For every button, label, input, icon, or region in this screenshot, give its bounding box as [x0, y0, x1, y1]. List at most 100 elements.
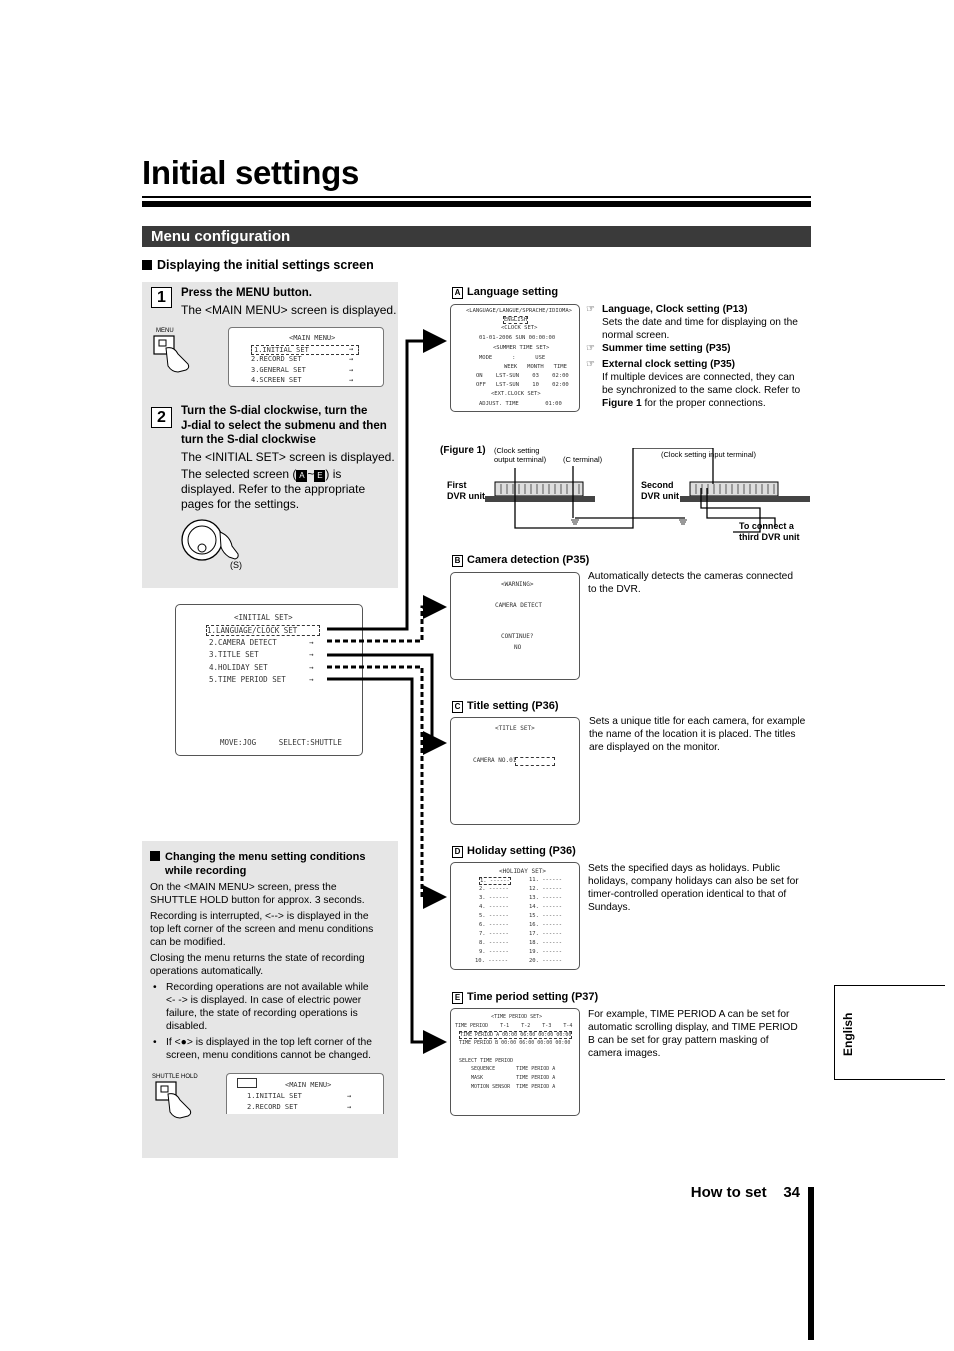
section-e-desc: For example, TIME PERIOD A can be set fo…: [588, 1009, 798, 1059]
ref-mark: ☞: [586, 343, 596, 354]
holiday-row-right: 17. ------: [529, 931, 563, 937]
step-2-head-1: Turn the S-dial clockwise, turn the: [181, 405, 368, 417]
footer-bar: [808, 1187, 814, 1340]
bullet-dot: •: [153, 982, 157, 993]
page-title: Initial settings: [142, 154, 360, 191]
screen-line: 2.RECORD SET: [251, 355, 302, 363]
section-c-desc: Sets a unique title for each camera, for…: [589, 716, 806, 753]
holiday-row-right: 11. ------: [529, 877, 563, 883]
title-rule: [142, 196, 811, 198]
title-set-screen: <TITLE SET> CAMERA NO.01: [450, 717, 580, 825]
change-p3: Closing the menu returns the state of re…: [150, 953, 365, 977]
screen-title: <INITIAL SET>: [234, 613, 293, 622]
subhead-text: Displaying the initial settings screen: [157, 258, 374, 272]
footer-label: How to set: [690, 1184, 767, 1201]
screen-arrow: →: [349, 345, 354, 353]
screen-arrow: →: [349, 366, 354, 374]
change-b1: Recording operations are not available w…: [166, 982, 369, 1032]
screen-arrow: →: [347, 1103, 352, 1111]
ref-mark: ☞: [586, 304, 596, 315]
holiday-set-screen: <HOLIDAY SET> 1. ------11. ------2. ----…: [450, 862, 580, 970]
screen-item-selected: 1.LANGUAGE/CLOCK SET: [206, 625, 320, 636]
ref1-text: Sets the date and time for displaying on…: [602, 317, 798, 341]
step-2-head-2: J-dial to select the submenu and then: [181, 420, 387, 432]
holiday-row-left: 9. ------: [479, 949, 509, 955]
footer: How to set 34: [691, 1184, 800, 1201]
square-bullet-icon: [142, 260, 152, 270]
screen-line: 3.GENERAL SET: [251, 366, 306, 374]
screen-item: 5.TIME PERIOD SET: [209, 675, 286, 684]
time-period-screen: <TIME PERIOD SET> TIME PERIOD T-1 T-2 T-…: [450, 1008, 580, 1116]
screen-arrow: →: [349, 355, 354, 363]
page-number: 34: [783, 1184, 800, 1201]
holiday-row-left: 7. ------: [479, 931, 509, 937]
ref3-head: External clock setting (P35): [602, 359, 736, 370]
language-screen: <LANGUAGE/LANGUE/SPRACHE/IDIOMA> ENGLISH…: [450, 304, 580, 412]
letter-a-icon: A: [296, 470, 308, 482]
holiday-row-right: 13. ------: [529, 895, 563, 901]
step-2-text-2: The selected screen (A~E) is: [181, 467, 342, 482]
change-head-1: Changing the menu setting conditions: [150, 850, 365, 865]
holiday-row-right: 18. ------: [529, 940, 563, 946]
screen-arrow: →: [309, 650, 314, 659]
dial-label: (S): [230, 560, 242, 570]
screen-line: 1.INITIAL SET: [247, 1092, 302, 1100]
s-dial-icon: [181, 519, 239, 561]
record-indicator-box: [237, 1078, 257, 1088]
holiday-row-right: 12. ------: [529, 886, 563, 892]
figure1-in-term: (Clock setting input terminal): [661, 450, 757, 459]
menu-button-hand-icon: [153, 335, 190, 373]
holiday-row-right: 19. ------: [529, 949, 563, 955]
holiday-row-right: 14. ------: [529, 904, 563, 910]
holiday-row-left: 6. ------: [479, 922, 509, 928]
screen-arrow: →: [309, 675, 314, 684]
camera-detect-screen: <WARNING> CAMERA DETECT CONTINUE? NO: [450, 572, 580, 680]
screen-footer: MOVE:JOG SELECT:SHUTTLE: [220, 738, 342, 747]
holiday-row-left: 3. ------: [479, 895, 509, 901]
holiday-row-left: 5. ------: [479, 913, 509, 919]
ref1-head: Language, Clock setting (P13): [602, 304, 748, 315]
holiday-row-left: 2. ------: [479, 886, 509, 892]
step-2-text-3: displayed. Refer to the appropriate: [181, 482, 366, 496]
screen-item: 2.CAMERA DETECT: [209, 638, 277, 647]
step-1-head: Press the MENU button.: [181, 287, 312, 299]
change-head-2: while recording: [165, 865, 247, 877]
screen-line: 2.RECORD SET: [247, 1103, 298, 1111]
initial-set-screen: <INITIAL SET> 1.LANGUAGE/CLOCK SET 2.CAM…: [175, 604, 363, 756]
ref-mark: ☞: [586, 359, 596, 370]
step-2-text-1: The <INITIAL SET> screen is displayed.: [181, 450, 395, 464]
main-menu-screen: <MAIN MENU> 1.INITIAL SET 2.RECORD SET 3…: [228, 327, 384, 387]
change-p2: Recording is interrupted, <--> is displa…: [150, 911, 374, 948]
menu-button-label: MENU: [156, 328, 174, 334]
subhead: Displaying the initial settings screen: [142, 258, 374, 272]
title-rule-thick: [142, 201, 811, 207]
title-input-box: [515, 757, 555, 766]
screen-line: 4.SCREEN SET: [251, 376, 302, 384]
letter-e-icon: E: [314, 470, 326, 482]
section-title: Menu configuration: [151, 228, 291, 245]
figure1-wiring-diagram: [485, 448, 810, 533]
change-b2: If <●> is displayed in the top left corn…: [166, 1037, 372, 1061]
screen-item: 3.TITLE SET: [209, 650, 259, 659]
ref2-head: Summer time setting (P35): [602, 343, 731, 354]
holiday-row-left: 4. ------: [479, 904, 509, 910]
step-2-text-4: pages for the settings.: [181, 497, 300, 511]
step-1-text: The <MAIN MENU> screen is displayed.: [181, 303, 397, 317]
section-b-desc: Automatically detects the cameras connec…: [588, 571, 793, 595]
holiday-row-left: 1. ------: [479, 877, 511, 885]
screen-line: <MAIN MENU>: [289, 334, 336, 342]
screen-arrow: →: [309, 638, 314, 647]
bullet-dot: •: [153, 1037, 157, 1048]
step-1-number: 1: [151, 287, 172, 308]
screen-line: <MAIN MENU>: [285, 1081, 332, 1089]
